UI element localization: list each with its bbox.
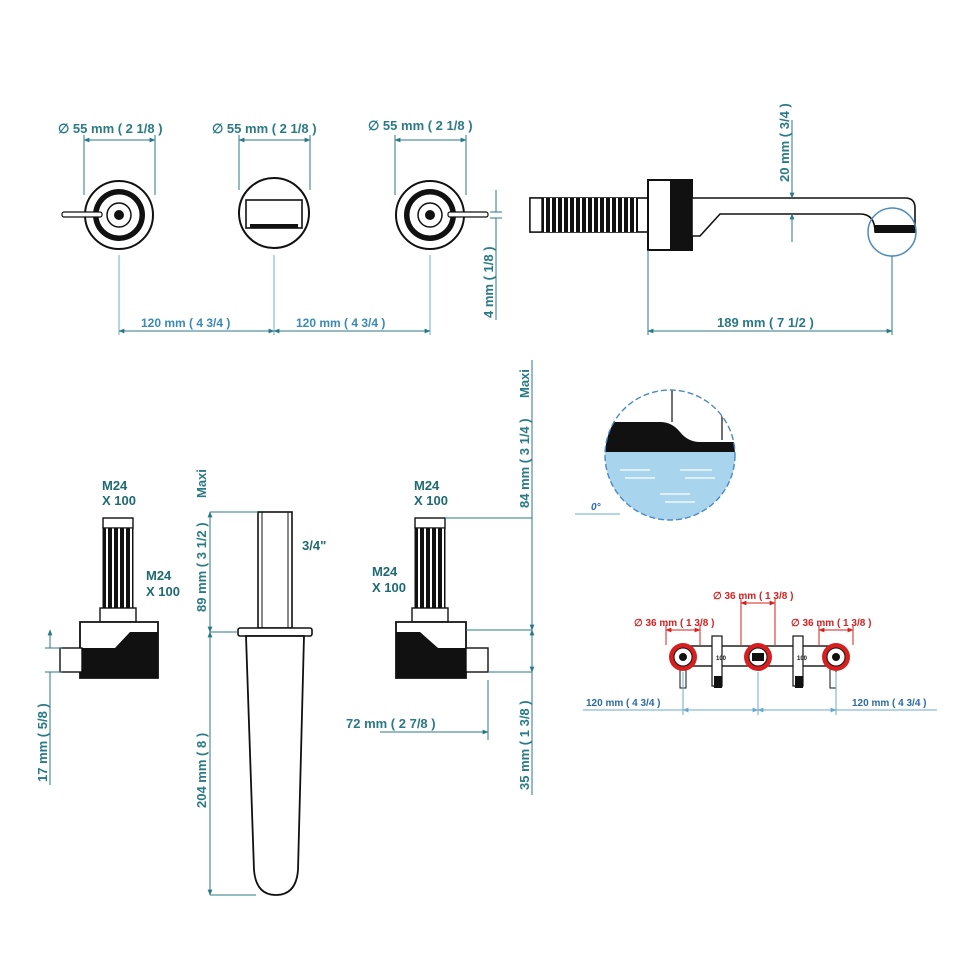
top-dia-right-label: ∅ 55 mm ( 2 1/8 ) bbox=[368, 118, 473, 133]
spout-length-label: 189 mm ( 7 1/2 ) bbox=[717, 315, 814, 330]
top-dia-mid-label: ∅ 55 mm ( 2 1/8 ) bbox=[212, 121, 317, 136]
right-valve-section bbox=[395, 517, 489, 679]
top-dia-left-label: ∅ 55 mm ( 2 1/8 ) bbox=[58, 121, 163, 136]
right-thread-top-spec: M24 bbox=[414, 478, 440, 493]
outlet-angle-label: 0° bbox=[591, 502, 602, 513]
pipe-size-label: 3/4" bbox=[302, 538, 326, 553]
rough-in-dia-right-label: ∅ 36 mm ( 1 3/8 ) bbox=[791, 618, 871, 629]
spout-height-label: 20 mm ( 3/4 ) bbox=[777, 103, 792, 182]
right-maxi-label: Maxi bbox=[517, 369, 532, 398]
handle-offset-label: 4 mm ( 1/8 ) bbox=[481, 246, 496, 318]
rough-in-spacing-left-label: 120 mm ( 4 3/4 ) bbox=[586, 698, 660, 709]
left-valve-section bbox=[59, 517, 159, 679]
rough-in-dia-left-label: ∅ 36 mm ( 1 3/8 ) bbox=[634, 618, 714, 629]
right-lower-dim-label: 35 mm ( 1 3/8 ) bbox=[517, 700, 532, 790]
middle-lower-dim-label: 204 mm ( 8 ) bbox=[194, 733, 209, 808]
bracket-mark-right: 100 bbox=[797, 656, 808, 662]
top-view-dimensions bbox=[83, 135, 502, 335]
left-section-dimensions bbox=[45, 629, 62, 785]
top-spacing-right-label: 120 mm ( 4 3/4 ) bbox=[296, 316, 385, 330]
rough-in-dimensions bbox=[583, 598, 937, 715]
bracket-mark-left: 100 bbox=[716, 656, 727, 662]
left-thread-top-spec: M24 bbox=[102, 478, 128, 493]
left-depth-label: 17 mm ( 5/8 ) bbox=[35, 703, 50, 782]
middle-maxi-label: Maxi bbox=[194, 469, 209, 498]
rough-in-valve-body bbox=[669, 635, 850, 689]
side-view-spout bbox=[529, 179, 917, 257]
right-upper-dim-label: 84 mm ( 3 1/4 ) bbox=[517, 418, 532, 508]
right-thread-mid-spec: M24 bbox=[372, 564, 398, 579]
side-view-dimensions bbox=[647, 120, 893, 335]
right-thread-mid-length: X 100 bbox=[372, 580, 406, 595]
top-spacing-left-label: 120 mm ( 4 3/4 ) bbox=[141, 316, 230, 330]
right-section-dimensions bbox=[380, 360, 535, 795]
middle-spout-section bbox=[237, 511, 313, 896]
rough-in-spacing-right-label: 120 mm ( 4 3/4 ) bbox=[852, 698, 926, 709]
middle-section-dimensions bbox=[207, 511, 258, 896]
right-projection-label: 72 mm ( 2 7/8 ) bbox=[346, 716, 436, 731]
rough-in-dia-center-label: ∅ 36 mm ( 1 3/8 ) bbox=[713, 591, 793, 602]
left-thread-top-length: X 100 bbox=[102, 493, 136, 508]
left-thread-mid-length: X 100 bbox=[146, 584, 180, 599]
right-thread-top-length: X 100 bbox=[414, 493, 448, 508]
top-view-left-handle bbox=[61, 180, 154, 250]
top-view-right-handle bbox=[395, 180, 489, 250]
left-thread-mid-spec: M24 bbox=[146, 568, 172, 583]
top-view-middle-spout-cap bbox=[238, 177, 310, 249]
middle-upper-dim-label: 89 mm ( 3 1/2 ) bbox=[194, 522, 209, 612]
